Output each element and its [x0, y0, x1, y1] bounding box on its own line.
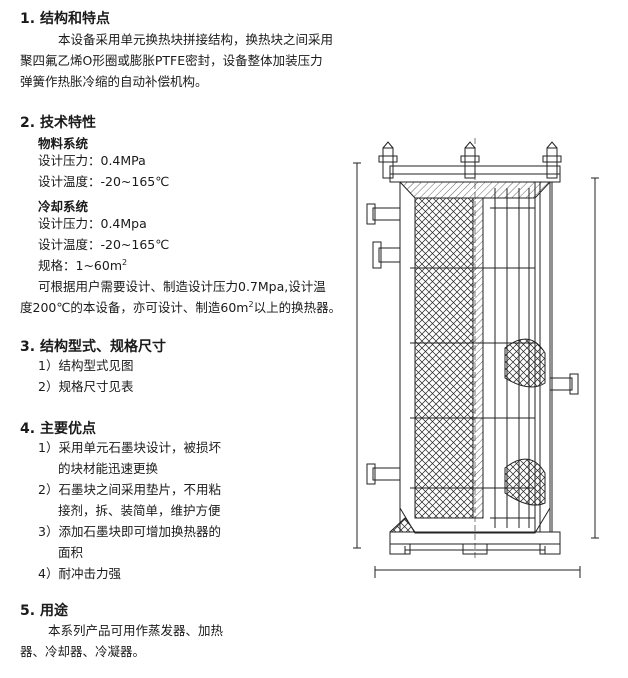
section-4-heading: 4.主要优点	[20, 418, 96, 438]
section-3-item-1: 1）结构型式见图	[38, 358, 134, 373]
section-1-line-1: 本设备采用单元换热块拼接结构，换热块之间采用	[58, 32, 334, 47]
usage-line-2: 器、冷却器、冷凝器。	[20, 644, 146, 659]
material-pressure: 设计压力：0.4MPa	[38, 153, 146, 168]
cooling-pressure: 设计压力：0.4Mpa	[38, 216, 147, 231]
section-2-number: 2.	[20, 115, 36, 131]
section-5-heading: 5.用途	[20, 600, 68, 620]
section-2-heading: 2.技术特性	[20, 112, 96, 132]
section-3-item-2: 2）规格尺寸见表	[38, 379, 134, 394]
heat-exchanger-drawing	[345, 138, 610, 588]
material-temperature: 设计温度：-20~165℃	[38, 174, 170, 189]
section-3-title: 结构型式、规格尺寸	[40, 339, 166, 355]
advantage-line-4: 接剂，拆、装简单，维护方便	[58, 503, 221, 518]
section-2-title: 技术特性	[40, 115, 96, 131]
design-note-line-1: 可根据用户需要设计、制造设计压力0.7Mpa,设计温	[38, 279, 326, 294]
section-4-title: 主要优点	[40, 421, 96, 437]
spec-text: 规格：1~60m	[38, 258, 123, 273]
advantage-line-5: 3）添加石墨块即可增加换热器的	[38, 524, 221, 539]
advantage-line-2: 的块材能迅速更换	[58, 461, 159, 476]
cooling-system-title: 冷却系统	[38, 199, 89, 214]
material-system-title: 物料系统	[38, 136, 89, 151]
design-note-superscript: 2	[248, 299, 254, 309]
spec-line: 规格：1~60m2	[38, 256, 127, 276]
heat-exchanger-svg	[353, 138, 599, 578]
section-3-heading: 3.结构型式、规格尺寸	[20, 336, 166, 356]
spec-superscript: 2	[122, 257, 128, 267]
section-1-line-3: 弹簧作热胀冷缩的自动补偿机构。	[20, 74, 208, 89]
usage-line-1: 本系列产品可用作蒸发器、加热	[48, 623, 224, 638]
section-3-number: 3.	[20, 339, 36, 355]
section-1-heading: 1.结构和特点	[20, 8, 110, 28]
section-5-title: 用途	[40, 603, 68, 619]
design-note-suffix: 以上的换热器。	[253, 300, 342, 315]
advantage-line-3: 2）石墨块之间采用垫片，不用粘	[38, 482, 221, 497]
advantage-line-6: 面积	[58, 545, 84, 560]
section-4-number: 4.	[20, 421, 36, 437]
advantage-line-1: 1）采用单元石墨块设计，被损坏	[38, 440, 221, 455]
cooling-temperature: 设计温度：-20~165℃	[38, 237, 170, 252]
section-1-title: 结构和特点	[40, 11, 110, 27]
section-1-line-2: 聚四氟乙烯O形圈或膨胀PTFE密封，设备整体加装压力	[20, 53, 323, 68]
design-note-line-2: 度200℃的本设备，亦可设计、制造60m2以上的换热器。	[20, 298, 341, 318]
advantage-line-7: 4）耐冲击力强	[38, 566, 121, 581]
section-1-number: 1.	[20, 11, 36, 27]
section-5-number: 5.	[20, 603, 36, 619]
design-note-text: 度200℃的本设备，亦可设计、制造60m	[20, 300, 249, 315]
